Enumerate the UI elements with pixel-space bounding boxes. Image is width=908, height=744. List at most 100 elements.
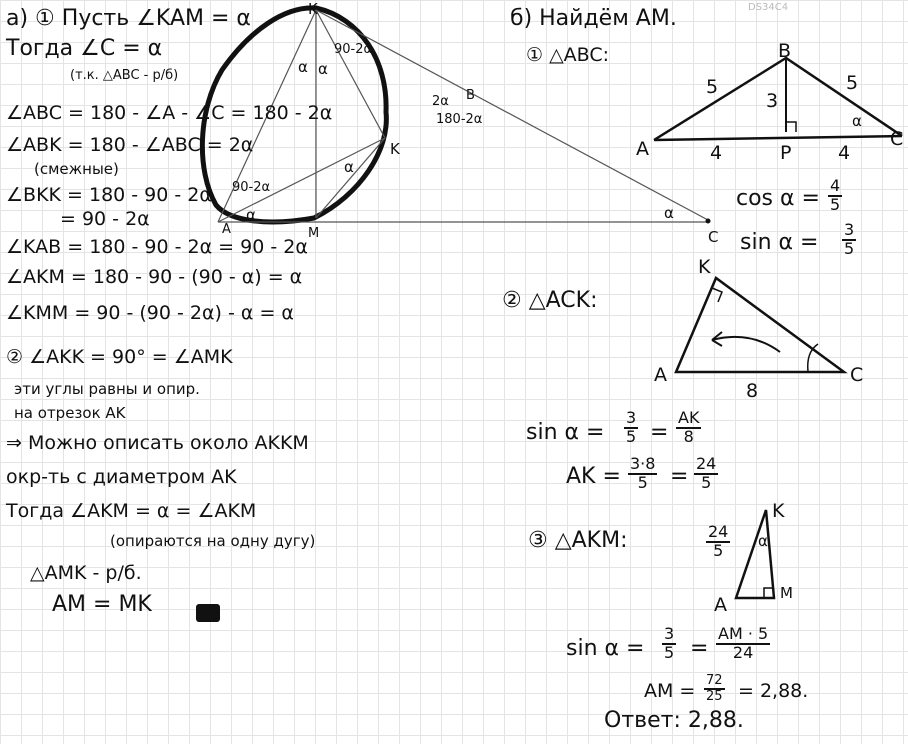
part-b-step3: ③ △AKM: [528, 528, 628, 553]
ink-blot [196, 604, 220, 622]
part-a-reason: (т.к. △ABC - р/б) [70, 68, 179, 83]
part-a-then: Тогда ∠C = α [6, 36, 163, 61]
label-180-2a: 180-2α [436, 112, 483, 127]
label-c: C [708, 228, 719, 246]
watermark-text: DS34C4 [748, 2, 789, 13]
sin-eq2-frac1: 3 5 [662, 624, 677, 662]
am-eq-lhs: AM = [644, 680, 696, 702]
segment-a-to-k [217, 137, 386, 223]
part-b-step1: ① △ABC: [526, 44, 610, 66]
triangle-ack-arrow [711, 331, 781, 353]
tri1-p: P [780, 142, 792, 164]
label-alpha-4: α [246, 206, 256, 224]
triangle-akm-right-angle [763, 587, 774, 598]
tri1-bc: 5 [846, 72, 859, 94]
triangle-ack-angle-arc [806, 343, 819, 373]
label-2a: 2α [432, 94, 449, 109]
ak-eq-lhs: AK = [566, 464, 621, 489]
sin-eq2-frac2: AM · 5 24 [716, 624, 771, 662]
ak-eq-eq: = [670, 464, 689, 489]
label-k: K [390, 140, 400, 158]
sin-eq-frac1: 3 5 [624, 408, 639, 446]
tri2-ac: 8 [746, 380, 759, 402]
sin-eq-d1: 5 [626, 426, 637, 446]
part-a-line-5: = 90 - 2α [60, 208, 150, 230]
tri1-pc: 4 [838, 142, 851, 164]
tri3-k: K [772, 500, 785, 522]
label-top-k: K [308, 0, 318, 18]
part-a-line-7: ∠AKM = 180 - 90 - (90 - α) = α [6, 266, 303, 288]
ak-eq-d1: 5 [637, 472, 648, 492]
tri3-num: 24 [706, 522, 731, 543]
segment-m-to-k [315, 137, 386, 219]
am-eq-tail: = 2,88. [738, 680, 809, 702]
part-a-step2-line-9: AM = MK [52, 592, 152, 617]
segment-top-to-k [315, 9, 386, 139]
tri2-a: A [654, 364, 667, 386]
tri1-alpha: α [852, 112, 862, 130]
triangle-ack [674, 276, 848, 374]
part-a-step2-line-5: окр-ть с диаметром AK [6, 466, 237, 488]
tri1-c: C [890, 128, 904, 150]
tri1-bp: 3 [766, 90, 779, 112]
sin-den: 5 [844, 238, 855, 258]
tri1-ab: 5 [706, 76, 719, 98]
sin-lhs: sin α = [740, 230, 819, 255]
part-a-header: а) ① Пусть ∠KAM = α [6, 6, 251, 31]
sin-eq2-d2: 24 [732, 642, 754, 662]
part-a-line-6: ∠KAB = 180 - 90 - 2α = 90 - 2α [6, 236, 308, 258]
cos-num: 4 [828, 176, 843, 197]
answer-text: Ответ: 2,88. [604, 708, 744, 733]
part-b-step2: ② △ACK: [502, 288, 598, 313]
label-alpha-2: α [318, 60, 328, 78]
am-eq-num: 72 [704, 673, 725, 690]
part-a-line-8: ∠KMM = 90 - (90 - 2α) - α = α [6, 302, 294, 324]
label-alpha-3: α [344, 158, 354, 176]
am-eq-fraction: 72 25 [704, 674, 725, 703]
sin-eq2-n1: 3 [662, 624, 677, 645]
part-a-step2-line-4: ⇒ Можно описать около AKKM [6, 432, 309, 454]
segment-a-to-top [217, 9, 317, 223]
sin-eq-n2: AK [676, 408, 702, 429]
segment-top-to-c [315, 9, 709, 221]
part-a-step2-line-7: (опираются на одну дугу) [110, 532, 316, 550]
ak-eq-n2: 24 [694, 454, 719, 475]
tri3-a: A [714, 594, 727, 616]
part-a-line-3: (смежные) [34, 160, 119, 178]
ak-eq-frac1: 3·8 5 [628, 454, 658, 492]
sin-eq-frac2: AK 8 [676, 408, 702, 446]
part-a-line-2: ∠ABK = 180 - ∠ABC = 2α [6, 134, 254, 156]
sin-eq2-n2: AM · 5 [716, 624, 771, 645]
part-a-step2-line-1: ② ∠AKK = 90° = ∠AMK [6, 346, 233, 368]
triangle-abc-base [653, 134, 903, 142]
ak-eq-n1: 3·8 [628, 454, 658, 475]
ak-eq-frac2: 24 5 [694, 454, 719, 492]
sin-eq-lhs: sin α = [526, 420, 605, 445]
tri1-ap: 4 [710, 142, 723, 164]
label-m: M [308, 226, 320, 241]
sin-eq-eq: = [650, 420, 669, 445]
tri1-b: B [778, 40, 792, 62]
triangle-abc-right-angle [786, 121, 797, 132]
ak-eq-d2: 5 [701, 472, 712, 492]
part-a-line-1: ∠ABC = 180 - ∠A - ∠C = 180 - 2α [6, 102, 333, 124]
sin-eq2-lhs: sin α = [566, 636, 645, 661]
cos-lhs: cos α = [736, 186, 820, 211]
label-b: B [466, 88, 475, 103]
label-alpha-c: α [664, 204, 674, 222]
part-b-header: б) Найдём AM. [510, 6, 677, 31]
label-alpha-1: α [298, 58, 308, 76]
tri3-fraction: 24 5 [706, 522, 731, 560]
part-a-step2-line-2: эти углы равны и опир. [14, 380, 200, 398]
tri2-c: C [850, 364, 864, 386]
sin-fraction: 3 5 [842, 221, 857, 258]
sin-eq2-d1: 5 [664, 642, 675, 662]
tri3-alpha: α [758, 532, 768, 550]
tri3-m: M [780, 584, 793, 602]
part-a-step2-line-8: △AMK - р/б. [30, 562, 142, 584]
sin-eq-n1: 3 [624, 408, 639, 429]
cos-den: 5 [830, 194, 841, 214]
tri1-a: A [636, 138, 649, 160]
part-a-step2-line-6: Тогда ∠AKM = α = ∠AKM [6, 500, 257, 522]
